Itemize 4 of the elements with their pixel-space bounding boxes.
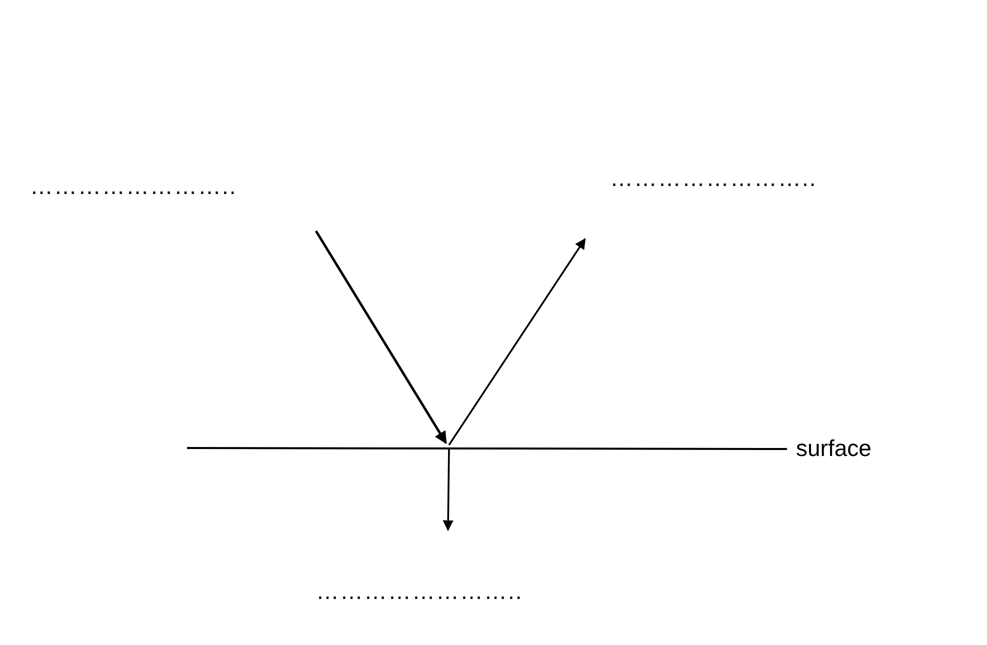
fill-in-blank: …………………….. <box>30 173 237 199</box>
fill-in-blank: …………………….. <box>316 578 523 604</box>
surface-label: surface <box>796 435 872 461</box>
fill-in-blank: …………………….. <box>610 165 817 191</box>
